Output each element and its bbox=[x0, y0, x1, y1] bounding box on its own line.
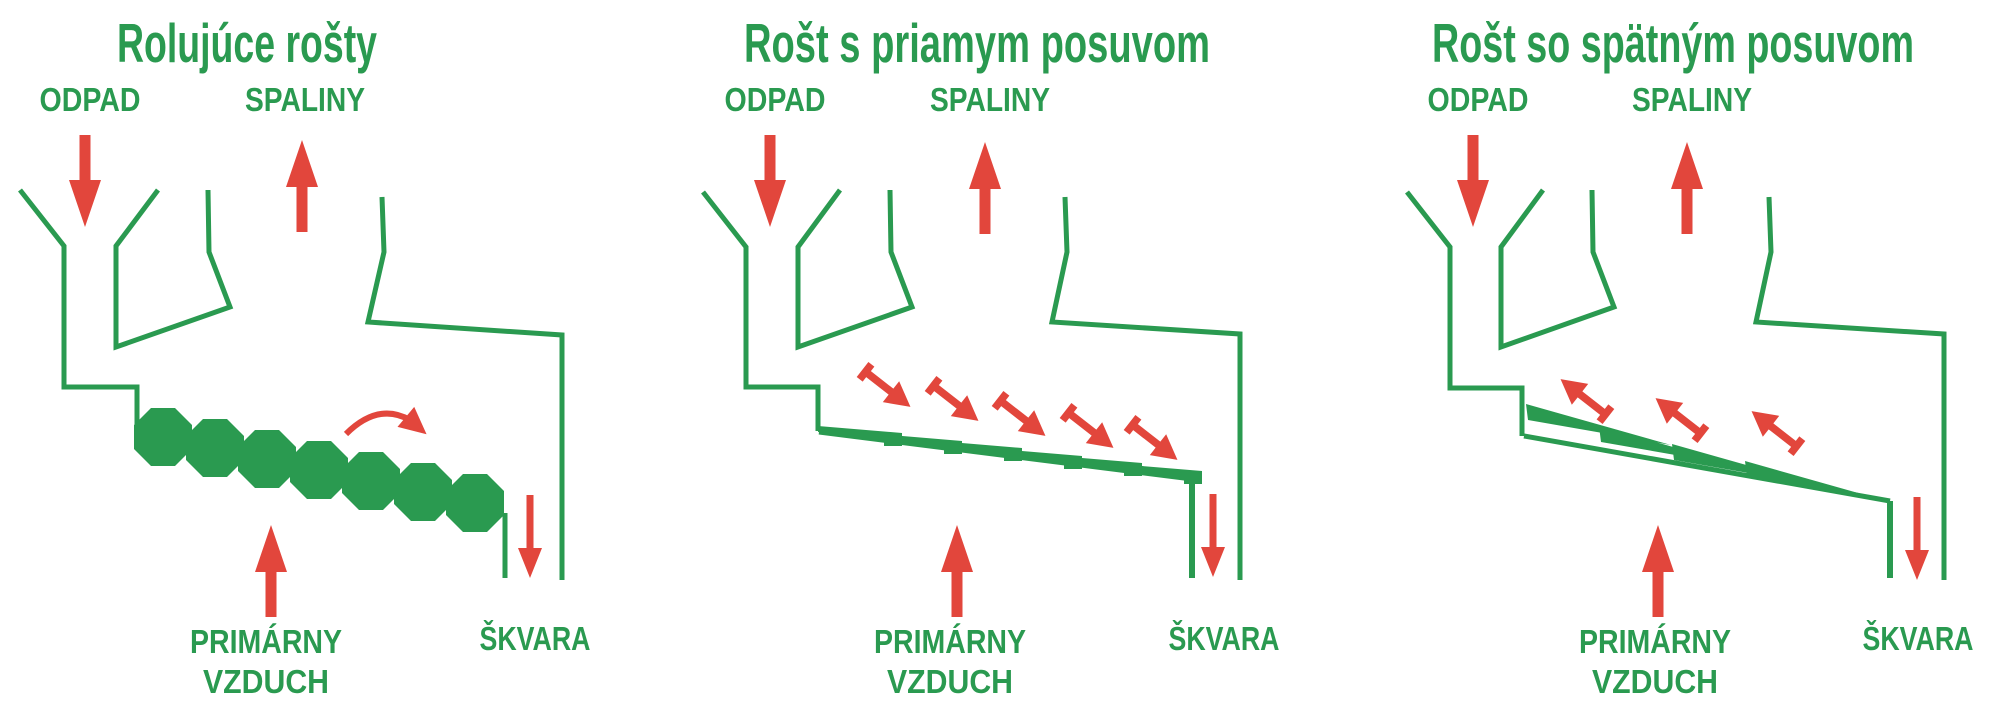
slag-arrow-icon bbox=[518, 495, 542, 578]
feed-hopper-outline bbox=[18, 188, 140, 431]
furnace-nose-outline bbox=[1498, 188, 1618, 351]
primary-air-label-line1: PRIMÁRNY bbox=[874, 623, 1026, 660]
slag-arrow-icon bbox=[1201, 494, 1225, 577]
flue-gas-arrow-icon bbox=[1671, 142, 1703, 234]
grate-roller-icon bbox=[186, 419, 244, 477]
feed-hopper-outline bbox=[1405, 190, 1525, 436]
primary-air-arrow-icon bbox=[1642, 525, 1674, 617]
flue-gas-label: SPALINY bbox=[245, 81, 365, 118]
grate-push-arrow-icon bbox=[1743, 400, 1808, 460]
slag-arrow-icon bbox=[1905, 497, 1929, 580]
slag-label: ŠKVARA bbox=[1863, 619, 1974, 657]
grate-roller-icon bbox=[394, 463, 452, 521]
flue-gas-arrow-icon bbox=[969, 142, 1001, 234]
slag-label: ŠKVARA bbox=[480, 619, 591, 657]
flue-gas-label: SPALINY bbox=[1632, 81, 1752, 118]
panel-title: Rošt s priamym posuvom bbox=[744, 12, 1210, 74]
waste-label: ODPAD bbox=[725, 81, 826, 118]
waste-flow-arrow-icon bbox=[69, 135, 101, 227]
panel-rolling-grates: Rolujúce rošty ODPAD SPALINY PRIMÁRNY VZ… bbox=[18, 12, 591, 700]
panel-reverse-moving-grate: Rošt so spätným posuvom ODPAD SPALINY PR… bbox=[1405, 12, 1974, 700]
grate-push-arrow-icon bbox=[854, 358, 919, 418]
grate-roller-icon bbox=[134, 408, 192, 466]
waste-flow-arrow-icon bbox=[1457, 135, 1489, 227]
primary-air-label-line1: PRIMÁRNY bbox=[1579, 623, 1731, 660]
waste-label: ODPAD bbox=[40, 81, 141, 118]
waste-label: ODPAD bbox=[1428, 81, 1529, 118]
grate-roller-icon bbox=[238, 430, 296, 488]
grate-roller-icon bbox=[446, 474, 504, 532]
slag-label: ŠKVARA bbox=[1169, 619, 1280, 657]
primary-air-label-line2: VZDUCH bbox=[887, 663, 1013, 700]
forward-push-grate bbox=[818, 426, 1202, 578]
grate-roller-icon bbox=[290, 441, 348, 499]
primary-air-label-line2: VZDUCH bbox=[1592, 663, 1718, 700]
furnace-right-wall-outline bbox=[364, 196, 565, 580]
grate-push-arrow-icon bbox=[1121, 411, 1186, 471]
feed-hopper-outline bbox=[701, 190, 821, 431]
rotation-arrow-icon bbox=[343, 406, 435, 445]
grate-push-arrow-icon bbox=[1057, 399, 1122, 459]
primary-air-label-line2: VZDUCH bbox=[203, 663, 329, 700]
primary-air-arrow-icon bbox=[941, 525, 973, 617]
reverse-push-grate bbox=[1523, 404, 1893, 578]
furnace-right-wall-outline bbox=[1752, 196, 1947, 580]
furnace-nose-outline bbox=[795, 188, 916, 351]
grate-push-arrow-icon bbox=[1647, 387, 1712, 447]
grate-push-arrow-icon bbox=[922, 372, 987, 432]
furnace-right-wall-outline bbox=[1048, 196, 1243, 580]
grate-roller-icon bbox=[342, 452, 400, 510]
flue-gas-label: SPALINY bbox=[930, 81, 1050, 118]
waste-flow-arrow-icon bbox=[754, 135, 786, 227]
panel-forward-moving-grate: Rošt s priamym posuvom ODPAD SPALINY bbox=[701, 12, 1280, 700]
primary-air-label-line1: PRIMÁRNY bbox=[190, 623, 342, 660]
grate-push-arrow-icon bbox=[989, 387, 1054, 447]
panel-title: Rošt so spätným posuvom bbox=[1432, 12, 1914, 74]
primary-air-arrow-icon bbox=[255, 525, 287, 617]
panel-title: Rolujúce rošty bbox=[117, 12, 377, 74]
furnace-nose-outline bbox=[113, 188, 234, 351]
roller-grate bbox=[134, 408, 504, 532]
flue-gas-arrow-icon bbox=[286, 140, 318, 232]
